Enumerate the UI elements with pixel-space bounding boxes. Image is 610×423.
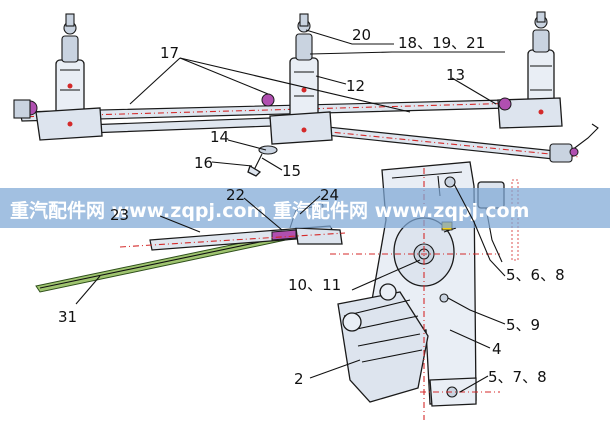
label-2: 2 (294, 370, 304, 388)
middle-pivot-assembly (261, 13, 333, 145)
watermark-text: 重汽配件网 www.zqpj.com 重汽配件网 www.zqpj.com (10, 199, 529, 222)
watermark-band (0, 188, 610, 228)
label-5-7-8: 5、7、8 (488, 368, 547, 386)
label-5-9: 5、9 (506, 316, 540, 334)
label-13: 13 (446, 66, 465, 84)
part-labels: 17 20 18、19、21 12 13 14 16 15 22 24 23 3… (58, 26, 565, 388)
label-10-11: 10、11 (288, 276, 341, 294)
label-23: 23 (110, 206, 129, 224)
leader-lines (75, 29, 506, 393)
right-pivot-assembly (497, 11, 563, 129)
label-16: 16 (194, 154, 213, 172)
label-4: 4 (492, 340, 502, 358)
label-5-6-8: 5、6、8 (506, 266, 565, 284)
small-parts-14-15-16 (247, 145, 278, 177)
label-24: 24 (320, 186, 339, 204)
label-15: 15 (282, 162, 301, 180)
label-17: 17 (160, 44, 179, 62)
right-end-link (549, 123, 599, 163)
label-12: 12 (346, 77, 365, 95)
wiper-arm-head (295, 227, 343, 245)
label-20: 20 (352, 26, 371, 44)
wiper-linkage-assembly (13, 11, 599, 177)
left-pivot-assembly (13, 13, 103, 141)
wiper-arm-blade-assembly (35, 202, 346, 293)
centerline-upper (14, 102, 521, 118)
label-18-19-21: 18、19、21 (398, 34, 485, 52)
label-22: 22 (226, 186, 245, 204)
label-14: 14 (210, 128, 229, 146)
label-31: 31 (58, 308, 77, 326)
